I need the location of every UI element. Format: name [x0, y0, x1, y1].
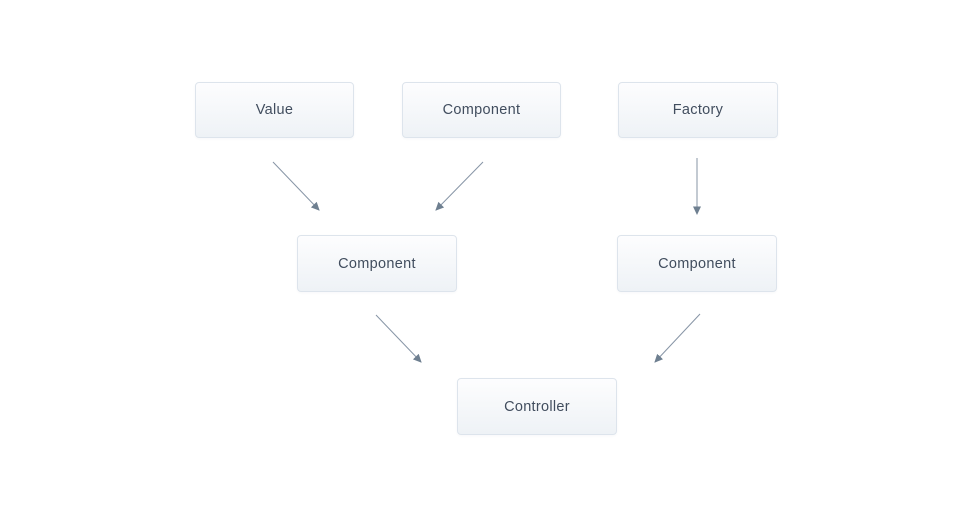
node-controller: Controller	[457, 378, 617, 435]
node-value: Value	[195, 82, 354, 138]
node-label-value: Value	[255, 102, 294, 118]
node-component-mid-right: Component	[617, 235, 777, 292]
node-label-factory: Factory	[672, 102, 724, 118]
node-label-component-mid-right: Component	[658, 255, 736, 272]
arrow-value-to-component-mid-left	[272, 161, 320, 211]
arrow-component-mid-right-to-controller	[654, 313, 701, 363]
arrow-component-mid-left-to-controller	[375, 314, 422, 363]
arrow-component-top-to-component-mid-left	[435, 161, 484, 211]
node-label-component-top: Component	[442, 102, 521, 118]
node-component-top: Component	[402, 82, 561, 138]
node-component-mid-left: Component	[297, 235, 457, 292]
node-label-component-mid-left: Component	[338, 255, 416, 272]
node-label-controller: Controller	[504, 398, 570, 415]
node-factory: Factory	[618, 82, 778, 138]
